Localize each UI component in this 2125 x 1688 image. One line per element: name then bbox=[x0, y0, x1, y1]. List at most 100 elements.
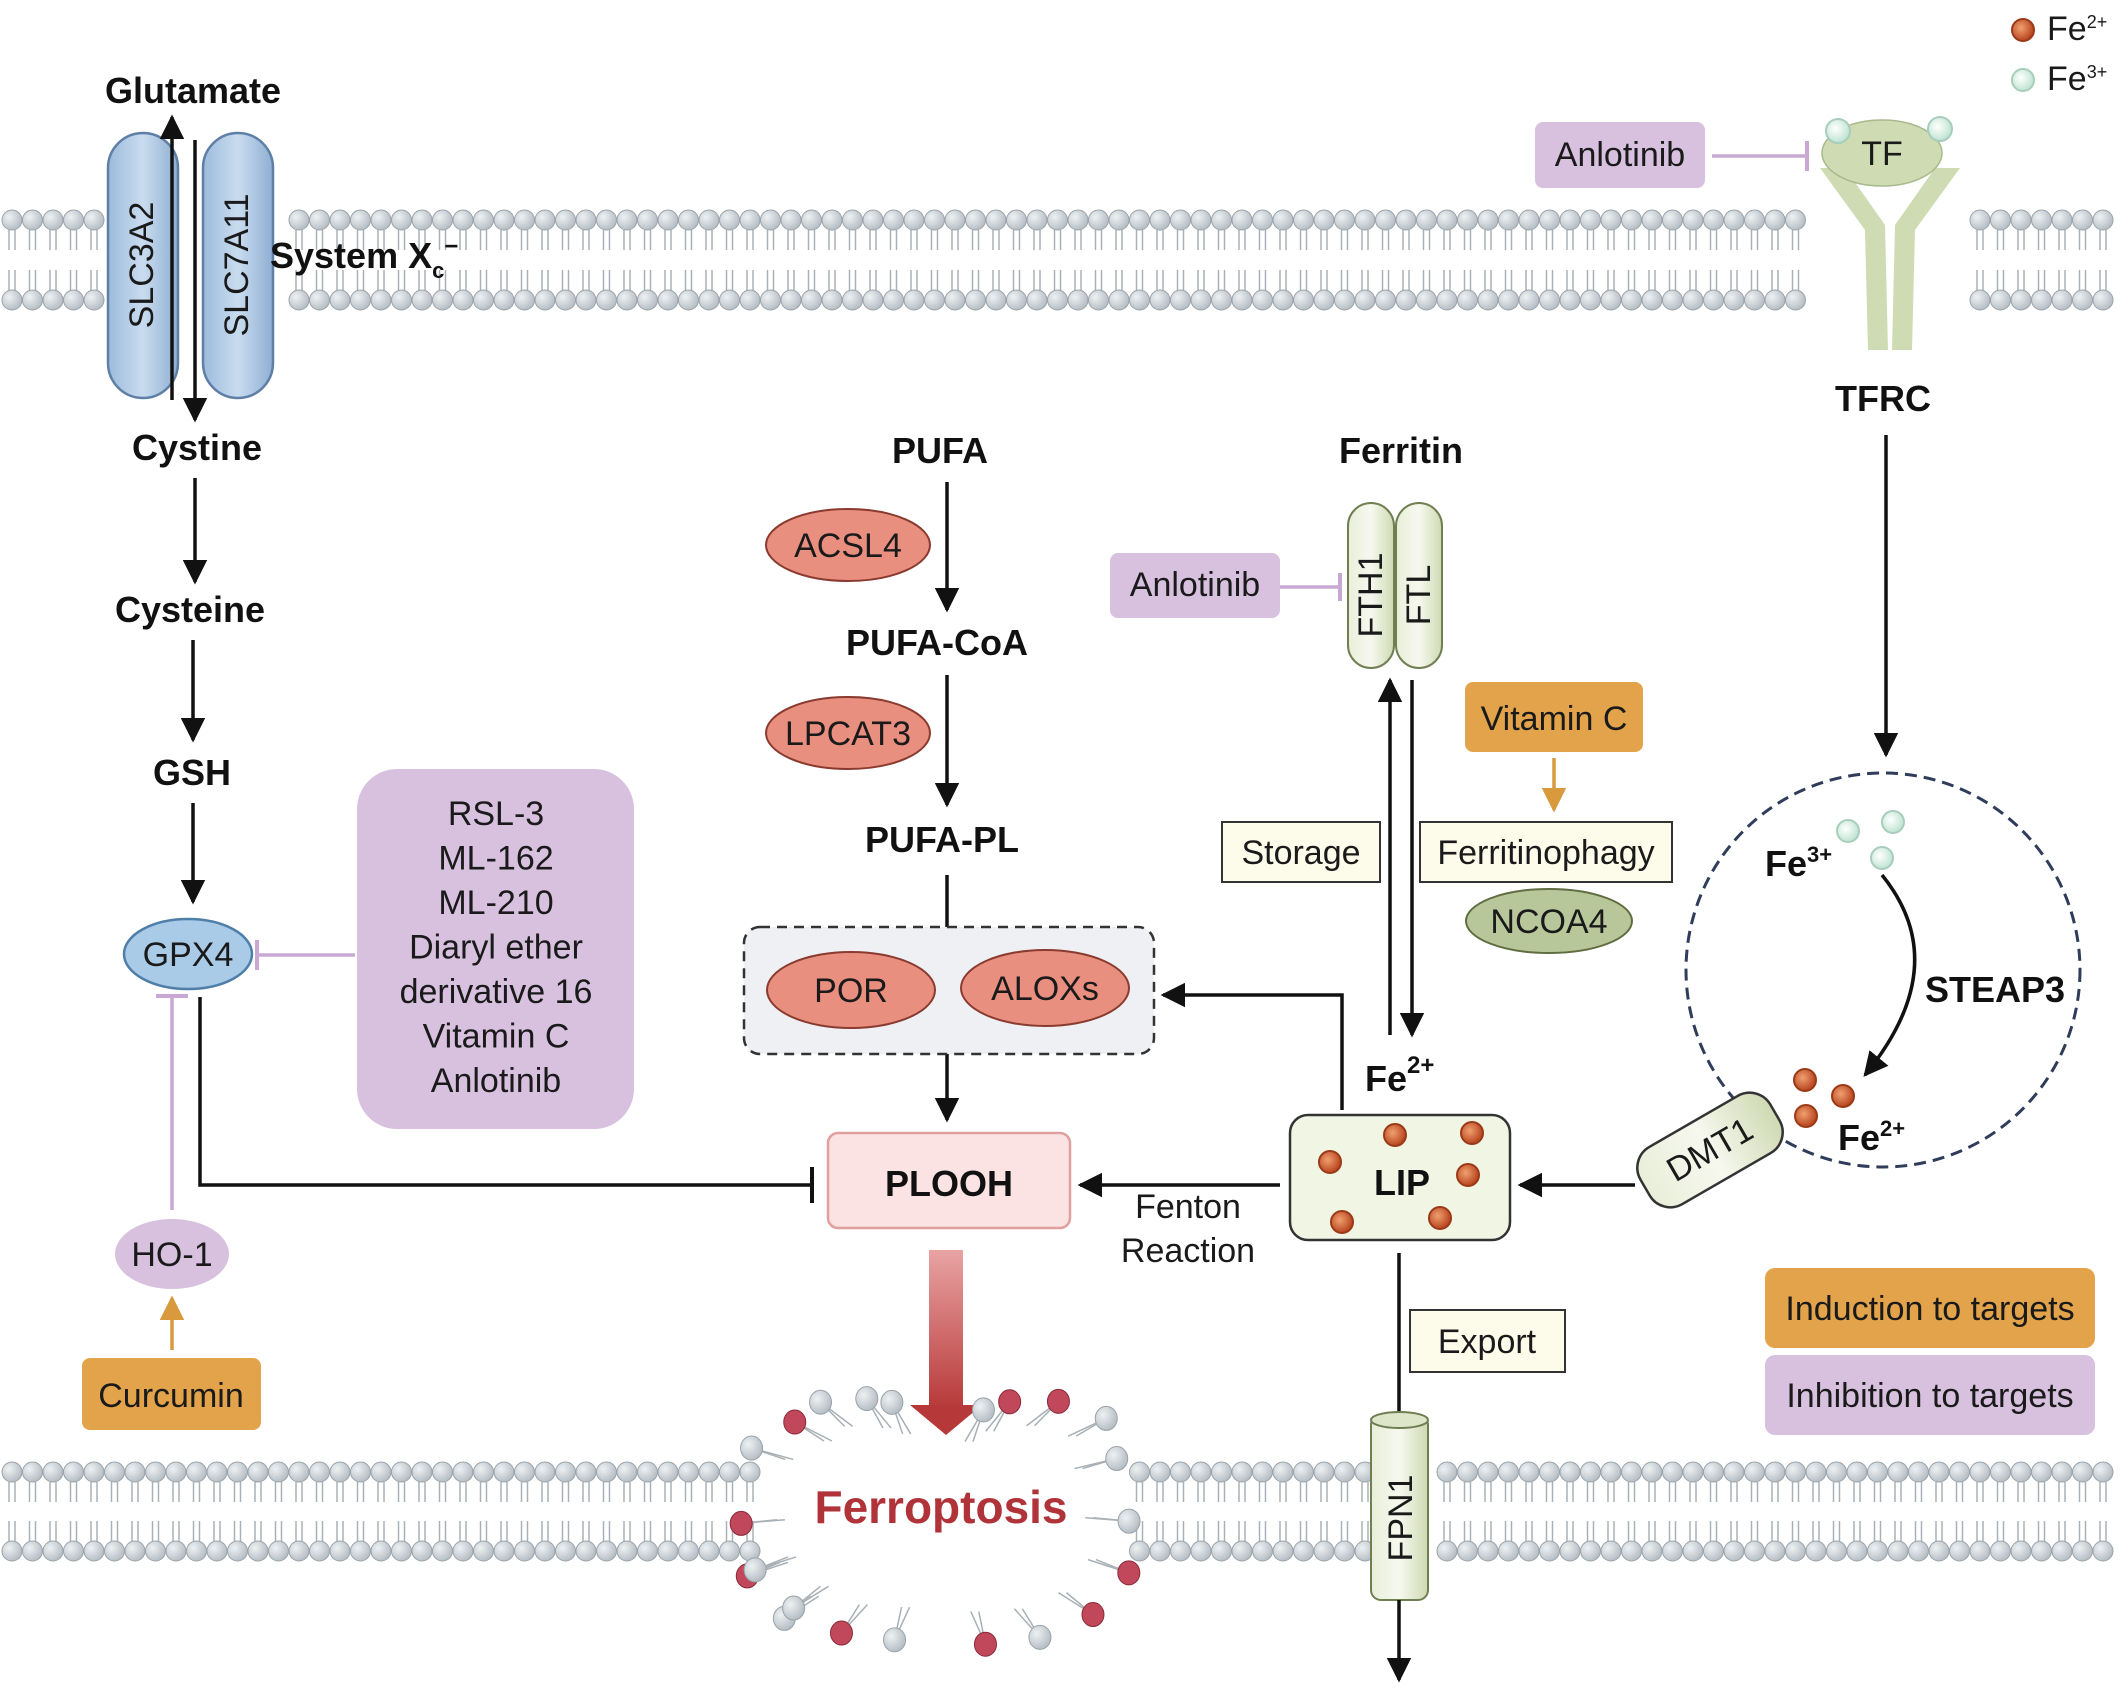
gpx4-node bbox=[122, 917, 254, 991]
lipid-head bbox=[1272, 1540, 1294, 1562]
lipid-head bbox=[1498, 1540, 1519, 1562]
lipid-head bbox=[1252, 1540, 1273, 1562]
lipid-head bbox=[555, 209, 576, 231]
system-xc-transporter: Glutamate SLC3A2 SLC7A11 System Xc− bbox=[105, 70, 458, 423]
lipid-head bbox=[780, 209, 802, 231]
lipid-head bbox=[1313, 1461, 1335, 1483]
lipid-head bbox=[555, 1540, 576, 1562]
fth1-label: FTH1 bbox=[1352, 553, 1390, 638]
tfrc-label: TFRC bbox=[1835, 378, 1931, 419]
lipid-head bbox=[145, 1540, 166, 1562]
lipid-head bbox=[309, 1461, 330, 1483]
lipid-head bbox=[83, 1540, 105, 1562]
oxidized-lipid-head bbox=[729, 1510, 753, 1536]
lipid-head bbox=[22, 1540, 43, 1562]
endosome-fe3-dot-3 bbox=[1870, 846, 1894, 870]
lipid-head bbox=[596, 1540, 617, 1562]
lipid-head bbox=[944, 289, 966, 311]
slc7a11-label: SLC7A11 bbox=[218, 193, 256, 336]
plooh-label: PLOOH bbox=[885, 1163, 1013, 1204]
lipid-head bbox=[432, 289, 453, 311]
lipid-head bbox=[1088, 289, 1109, 311]
endosome-fe2-label: Fe bbox=[1838, 1117, 1880, 1158]
lipid-head bbox=[1662, 209, 1683, 231]
inhibition-key-box bbox=[1765, 1355, 2095, 1435]
lipid-head bbox=[1990, 209, 2011, 231]
lipid-head bbox=[698, 209, 720, 231]
fe2-legend-dot bbox=[2011, 18, 2035, 42]
storage-label: Storage bbox=[1241, 834, 1360, 872]
lipid-head bbox=[1969, 209, 1991, 231]
lipid-head bbox=[1600, 209, 1622, 231]
lipid-head bbox=[473, 209, 494, 231]
lipid-head bbox=[1969, 1540, 1991, 1562]
lipid-head bbox=[2031, 289, 2052, 311]
lipid-head bbox=[1129, 1540, 1150, 1562]
lipid-head bbox=[1436, 1461, 1458, 1483]
tf-label: TF bbox=[1861, 135, 1903, 173]
inhibitor-item: Vitamin C bbox=[423, 1018, 570, 1056]
lipid-head bbox=[42, 1461, 64, 1483]
lipid-head bbox=[862, 209, 884, 231]
lipid-head bbox=[534, 209, 556, 231]
lipid-head bbox=[247, 1461, 269, 1483]
lipid-head bbox=[1170, 1461, 1191, 1483]
lipid-head bbox=[1703, 1461, 1724, 1483]
lipid-head bbox=[370, 1540, 392, 1562]
lipid-head bbox=[1703, 289, 1724, 311]
cystine-label: Cystine bbox=[132, 427, 262, 468]
lipid-head bbox=[719, 289, 740, 311]
cysteine-label: Cysteine bbox=[115, 589, 265, 630]
lipid-head bbox=[1580, 209, 1601, 231]
lipid-head bbox=[1416, 209, 1437, 231]
lipid-head bbox=[1293, 289, 1314, 311]
lipid-head bbox=[1805, 1540, 1827, 1562]
slc3a2-cylinder bbox=[106, 131, 180, 400]
lipid-head bbox=[678, 209, 699, 231]
lipid-head bbox=[1457, 209, 1478, 231]
lipid-head bbox=[1211, 209, 1232, 231]
lipid-head bbox=[83, 1461, 105, 1483]
lipid-head bbox=[493, 1540, 515, 1562]
lipid-head bbox=[1703, 1540, 1724, 1562]
lipid-head bbox=[63, 1461, 84, 1483]
lipid-head bbox=[186, 1540, 207, 1562]
lipid-head bbox=[883, 289, 904, 311]
lip-fe2-dot bbox=[1330, 1210, 1354, 1234]
lipid-head bbox=[1641, 289, 1663, 311]
lipid-head bbox=[678, 289, 699, 311]
lipid-head bbox=[555, 289, 576, 311]
lipid-head bbox=[2092, 289, 2114, 311]
lipid-head bbox=[1826, 1461, 1847, 1483]
lipid-head bbox=[1231, 289, 1253, 311]
oxidized-lipid-head bbox=[998, 1389, 1022, 1415]
lipid-head bbox=[740, 1435, 764, 1461]
lipid-head bbox=[2031, 209, 2052, 231]
endosome-fe3-label: Fe bbox=[1765, 843, 1807, 884]
lipid-head bbox=[1539, 209, 1560, 231]
lipid-head bbox=[883, 209, 904, 231]
lipid-head bbox=[1518, 209, 1540, 231]
oxidized-lipid-head bbox=[829, 1620, 853, 1646]
lipid-head bbox=[2010, 209, 2032, 231]
induction-key-box bbox=[1765, 1268, 2095, 1348]
lipid-head bbox=[22, 209, 43, 231]
lipid-head bbox=[1600, 289, 1622, 311]
system-xc-label: System X bbox=[270, 235, 432, 276]
lipid-head bbox=[2031, 1540, 2052, 1562]
lipid-head bbox=[186, 1461, 207, 1483]
reaction-label: Reaction bbox=[1121, 1232, 1255, 1270]
lipid-head bbox=[1, 1461, 23, 1483]
lipid-head bbox=[1088, 209, 1109, 231]
lipid-head bbox=[616, 1461, 638, 1483]
steap3-label: STEAP3 bbox=[1925, 969, 2065, 1010]
lipid-head bbox=[1129, 289, 1150, 311]
vitamin-c-label: Vitamin C bbox=[1481, 700, 1628, 738]
lipid-head bbox=[350, 1540, 371, 1562]
storage-box bbox=[1221, 821, 1381, 883]
lipid-head bbox=[1457, 289, 1478, 311]
legend-fe3-charge: 3+ bbox=[2087, 62, 2108, 82]
lipid-head bbox=[1826, 1540, 1847, 1562]
lipid-head bbox=[1094, 1405, 1118, 1431]
lipid-head bbox=[1354, 289, 1376, 311]
